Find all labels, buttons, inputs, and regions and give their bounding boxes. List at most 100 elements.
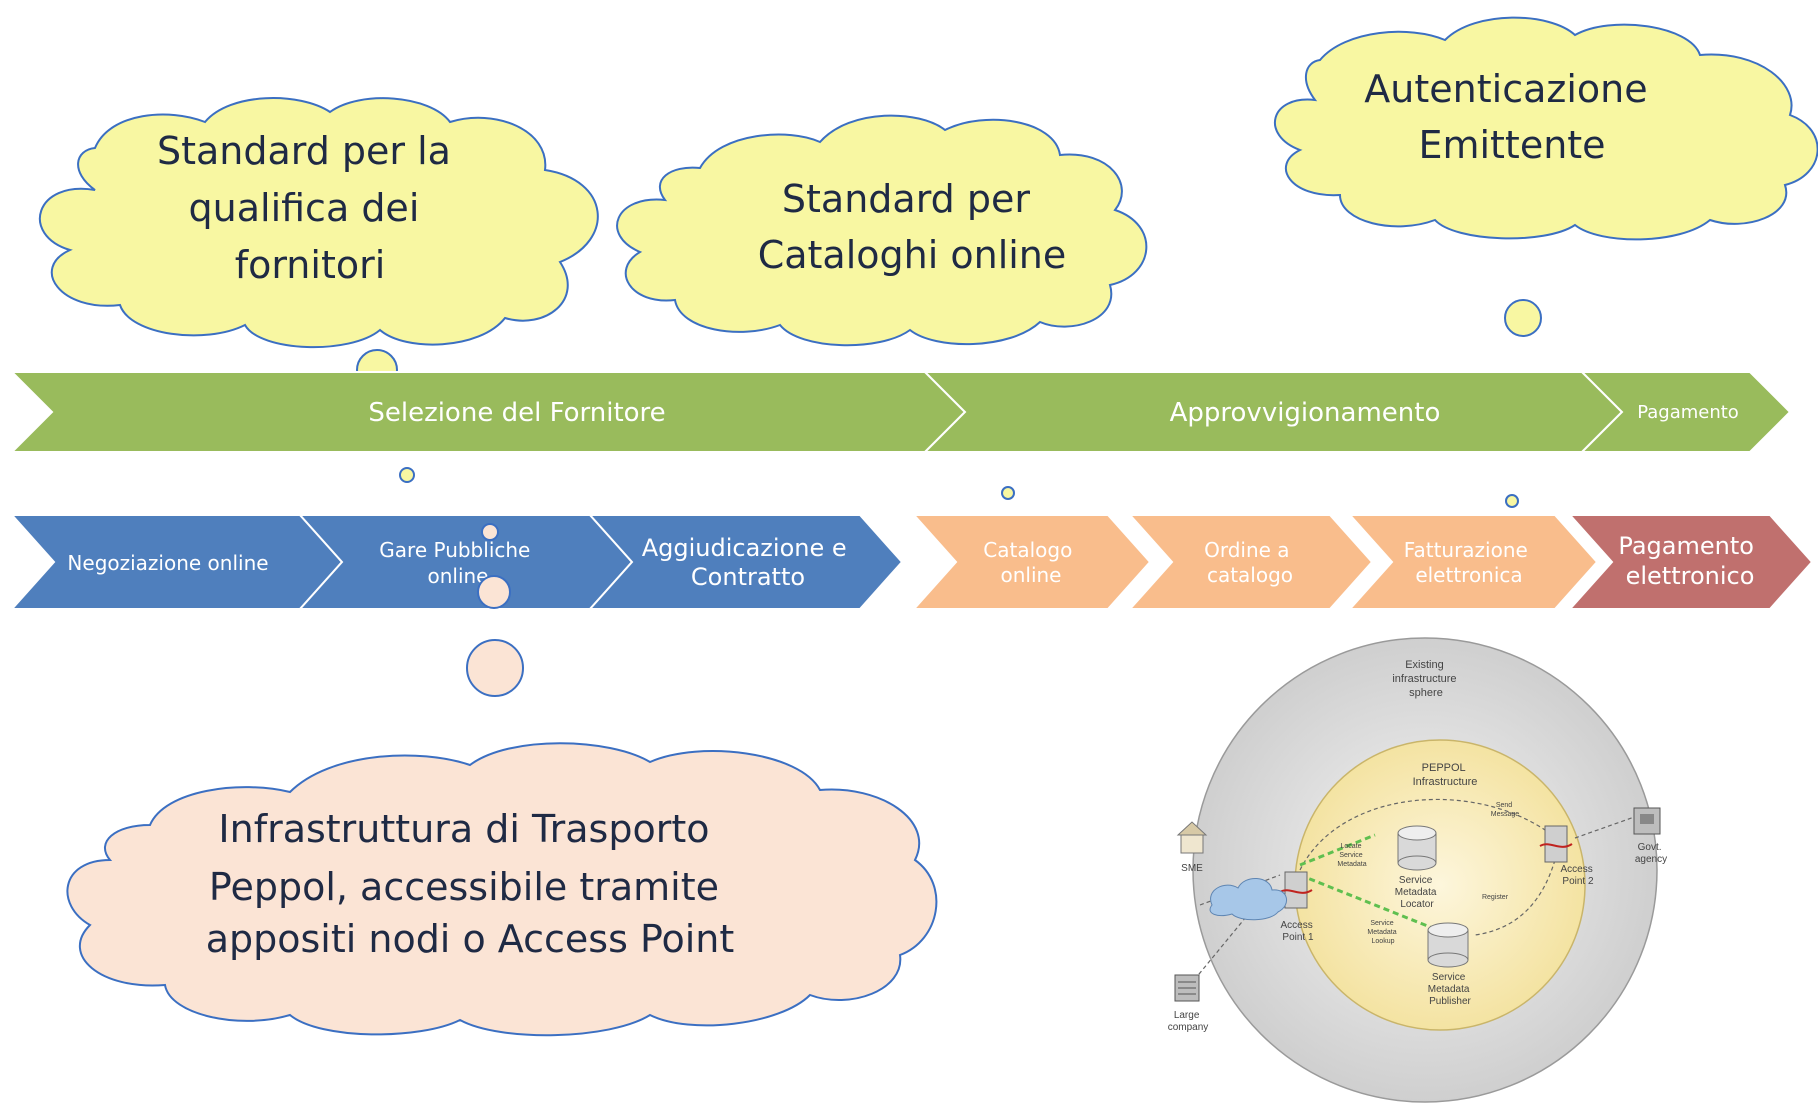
step-fatturazione <box>1347 514 1599 610</box>
svg-text:Ordine a catalogo: Ordine a catalogo <box>1204 538 1296 587</box>
ap1-label-1: Access <box>1280 920 1312 931</box>
svg-text:PEPPOL Infrastructure: PEPPOL Infrastructure <box>1413 762 1478 788</box>
sml-label-1: Service <box>1399 875 1433 886</box>
step-pagamento-line2: elettronico <box>1626 562 1755 590</box>
peppol-diagram: Existing infrastructure sphere PEPPOL In… <box>1168 637 1667 1103</box>
svg-text:Infrastruttura di Trasporto: Infrastruttura di Trasporto Peppol, acce… <box>206 807 735 961</box>
outer-label-2: infrastructure <box>1392 673 1456 685</box>
svg-text:Negoziazione online: Negoziazione online <box>67 551 268 575</box>
outer-label-1: Existing <box>1405 659 1444 671</box>
bubble-autenticazione-small <box>1505 494 1519 508</box>
phase-row: Selezione del Fornitore Approvvigionamen… <box>9 371 1792 453</box>
svg-text:Large company: Large company <box>1168 1010 1209 1033</box>
svg-text:Aggiudicazione e Contrat: Aggiudicazione e Contratto <box>642 534 855 591</box>
large-company-icon <box>1174 974 1200 1002</box>
sml-label-2: Metadata <box>1395 887 1437 898</box>
svg-text:Service Metadata L: Service Metadata Locator <box>1395 875 1439 910</box>
register-label: Register <box>1482 894 1509 901</box>
access-point-1-icon <box>1279 871 1313 909</box>
svg-text:Fatturazione elettronica: Fatturazione elettronica <box>1404 538 1534 587</box>
step-negoziazione-label: Negoziazione online <box>67 551 268 575</box>
step-row: Negoziazione online Gare Pubbliche onlin… <box>9 514 1814 610</box>
cloud-infra-line1: Infrastruttura di Trasporto <box>218 807 709 851</box>
step-aggiudicazione-line2: Contratto <box>691 563 805 591</box>
large-label-1: Large <box>1174 1010 1200 1021</box>
ap2-label-2: Point 2 <box>1562 876 1594 887</box>
sml-database-icon <box>1397 825 1437 871</box>
step-pagamento-line1: Pagamento <box>1618 532 1754 560</box>
bubble-qualifica-small <box>399 467 415 483</box>
lookup-label-2: Metadata <box>1367 929 1396 936</box>
step-ordine-line2: catalogo <box>1207 563 1293 587</box>
lookup-label-3: Lookup <box>1372 938 1395 945</box>
svg-text:Selezione del Fornitore: Selezione del Fornitore <box>368 398 665 428</box>
step-fatturazione-line1: Fatturazione <box>1404 538 1528 562</box>
overlap-bubbles <box>477 523 511 609</box>
svg-text:Standard per la qualific: Standard per la qualifica dei fornitori <box>157 129 463 287</box>
cloud-autenticazione-line2: Emittente <box>1418 123 1605 167</box>
cloud-qualifica-line3: fornitori <box>235 243 386 287</box>
step-ordine-line1: Ordine a <box>1204 538 1289 562</box>
svg-text:Autenticazione Emittente: Autenticazione Emittente <box>1364 67 1659 167</box>
step-fatturazione-line2: elettronica <box>1415 563 1522 587</box>
svg-text:Pagamento: Pagamento <box>1637 402 1739 423</box>
step-gare-line1: Gare Pubbliche <box>379 538 530 562</box>
step-catalogo <box>911 514 1152 610</box>
ap2-label-1: Access <box>1560 864 1592 875</box>
step-gare-line2: online <box>427 564 488 588</box>
inner-label-1: PEPPOL <box>1422 762 1466 774</box>
svg-text:Existing infrastructure: Existing infrastructure sphere <box>1392 659 1459 699</box>
svg-text:Approvvigionamento: Approvvigionamento <box>1170 398 1441 428</box>
govt-label-2: agency <box>1635 854 1667 865</box>
bubble-overlap-medium <box>477 575 511 609</box>
svg-text:SME: SME <box>1181 863 1203 874</box>
cloud-autenticazione: Autenticazione Emittente <box>1273 16 1818 241</box>
outer-label-3: sphere <box>1409 687 1443 699</box>
svg-text:Service Metadata P: Service Metadata Publisher <box>1428 972 1472 1007</box>
access-point-2-icon <box>1539 825 1573 863</box>
bubble-cataloghi-small <box>1001 486 1015 500</box>
internet-cloud-icon <box>1209 878 1287 921</box>
svg-text:Catalogo online: Catalogo online <box>983 538 1078 587</box>
cloud-cataloghi: Standard per Cataloghi online <box>616 114 1148 347</box>
phase-pagamento <box>1579 371 1792 453</box>
smp-database-icon <box>1427 922 1469 968</box>
smp-label-3: Publisher <box>1429 996 1471 1007</box>
send-label-2: Message <box>1491 811 1520 818</box>
smp-label-2: Metadata <box>1428 984 1470 995</box>
svg-text:Locate Service Met: Locate Service Metadata <box>1337 843 1366 868</box>
phase-approvvigionamento-label: Approvvigionamento <box>1170 398 1441 428</box>
govt-line <box>1574 814 1641 839</box>
svg-text:Send Message: Send Message <box>1491 802 1520 818</box>
cloud-qualifica-line1: Standard per la <box>157 129 451 173</box>
phase-pagamento-label: Pagamento <box>1637 402 1739 423</box>
cloud-cataloghi-line2: Cataloghi online <box>758 233 1067 277</box>
step-catalogo-line2: online <box>1000 563 1061 587</box>
cloud-infra-line2: Peppol, accessibile tramite <box>209 865 719 909</box>
step-pagamento <box>1567 514 1814 610</box>
locate-label-1: Locate <box>1341 843 1362 850</box>
cloud-autenticazione-line1: Autenticazione <box>1364 67 1647 111</box>
govt-agency-icon <box>1633 807 1661 835</box>
sml-label-3: Locator <box>1400 899 1434 910</box>
ap1-label-2: Point 1 <box>1282 932 1314 943</box>
step-gare <box>297 514 634 610</box>
govt-label-1: Govt. <box>1638 842 1662 853</box>
svg-text:Access Point 1: Access Point 1 <box>1280 920 1315 943</box>
cloud-infrastruttura: Infrastruttura di Trasporto Peppol, acce… <box>66 742 938 1037</box>
svg-text:Standard per Cataloghi o: Standard per Cataloghi online <box>758 177 1067 277</box>
locate-line <box>1299 833 1376 867</box>
locate-label-3: Metadata <box>1337 861 1366 868</box>
bubble-overlap-small <box>481 523 499 541</box>
step-catalogo-line1: Catalogo <box>983 538 1072 562</box>
send-label-1: Send <box>1496 802 1512 809</box>
smp-label-1: Service <box>1432 972 1466 983</box>
sme-house-icon <box>1176 821 1208 854</box>
locate-label-2: Service <box>1339 852 1362 859</box>
svg-text:Service Metadata L: Service Metadata Lookup <box>1367 920 1398 945</box>
register-line <box>1474 859 1556 936</box>
thought-bubbles <box>356 299 1542 697</box>
cloud-qualifica-line2: qualifica dei <box>189 186 420 230</box>
step-aggiudicazione-line1: Aggiudicazione e <box>642 534 847 562</box>
